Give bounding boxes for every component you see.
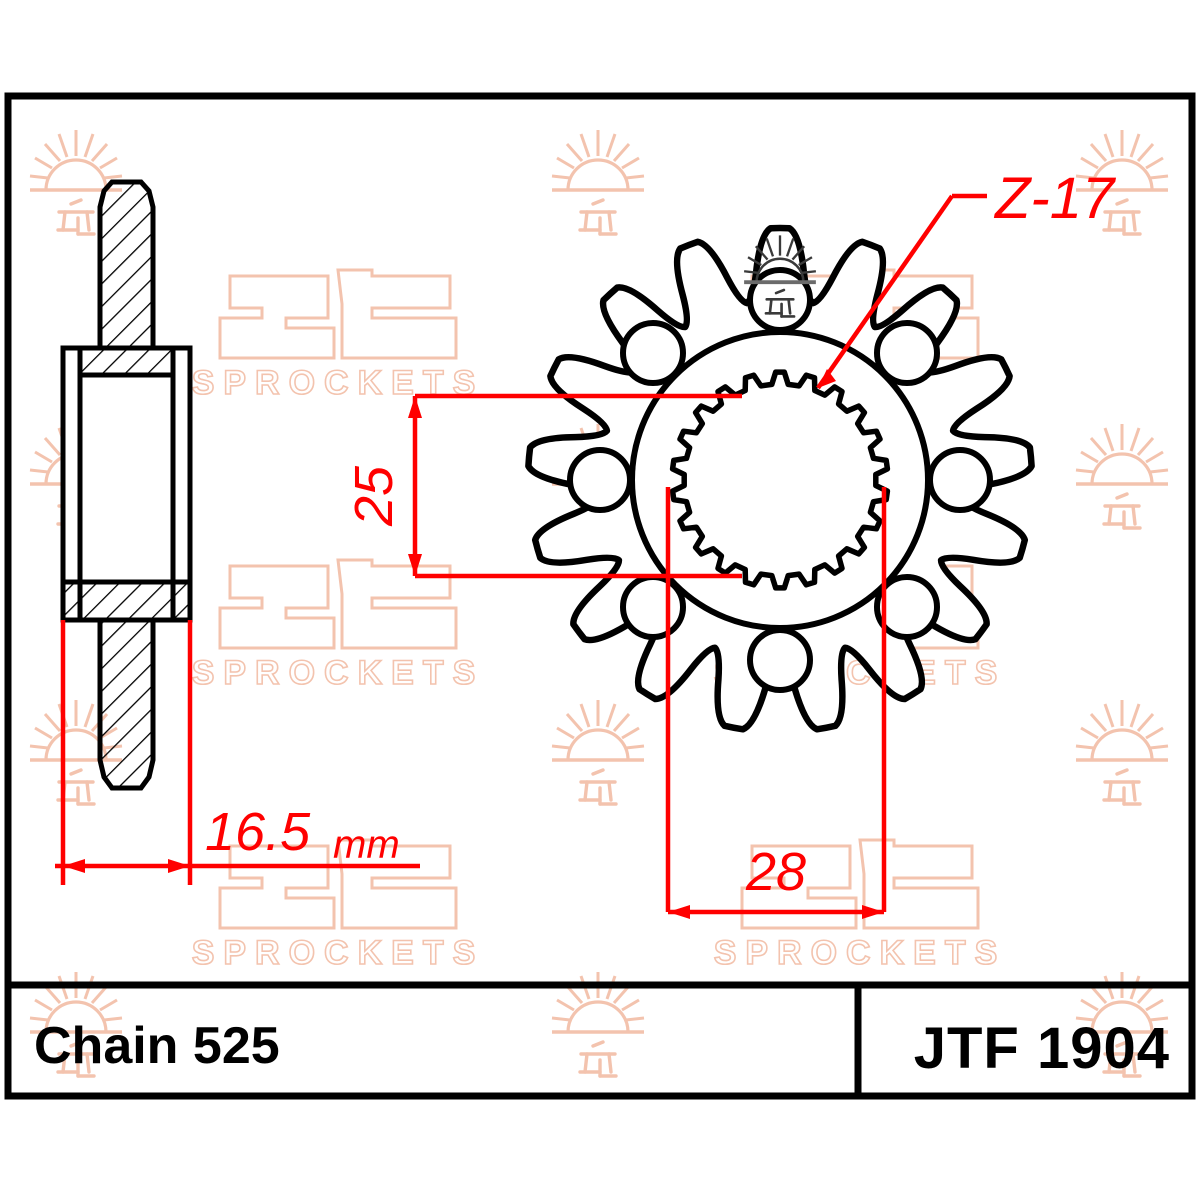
lightening-hole — [874, 574, 940, 640]
dimension-thickness-label: 16.5 — [205, 802, 311, 862]
teeth-callout: Z-17 — [816, 166, 1117, 390]
sunrise-icon — [1074, 422, 1170, 530]
section-upper-tooth — [97, 179, 156, 351]
lightening-hole — [620, 320, 686, 386]
dimension-bore-width: 28 — [665, 487, 887, 919]
sunrise-icon — [1074, 698, 1170, 806]
lightening-hole — [567, 447, 633, 513]
teeth-callout-label: Z-17 — [993, 166, 1117, 231]
dimension-bore-height: 25 — [344, 393, 742, 579]
lightening-hole — [747, 627, 813, 693]
dimension-bore-width-label: 28 — [745, 842, 806, 902]
sunrise-icon — [550, 698, 646, 806]
dimension-bore-height-label: 25 — [344, 465, 404, 527]
splined-bore — [669, 369, 891, 591]
section-lower-tooth — [97, 617, 156, 791]
dimension-layer: 25 28 16.5 mm Z-17 — [55, 166, 1117, 919]
lightening-hole — [620, 574, 686, 640]
lightening-hole — [874, 320, 940, 386]
jt-sprockets-watermark — [190, 558, 486, 694]
section-bore — [77, 372, 176, 585]
jt-sprockets-watermark — [190, 268, 486, 404]
dimension-thickness: 16.5 mm — [55, 620, 420, 885]
sunrise-icon — [550, 128, 646, 236]
title-block: Chain 525 JTF 1904 — [34, 1016, 1170, 1081]
sprocket-section-view — [60, 179, 193, 791]
section-lower-flange — [60, 579, 193, 623]
section-left-wall — [60, 345, 83, 623]
lightening-hole — [927, 447, 993, 513]
section-right-wall — [170, 345, 193, 623]
chain-spec-label: Chain 525 — [34, 1017, 280, 1075]
drawing-frame — [4, 92, 1196, 1100]
dimension-thickness-unit: mm — [333, 823, 400, 867]
sprocket-front-view — [525, 224, 1035, 733]
part-number-label: JTF 1904 — [914, 1016, 1170, 1081]
